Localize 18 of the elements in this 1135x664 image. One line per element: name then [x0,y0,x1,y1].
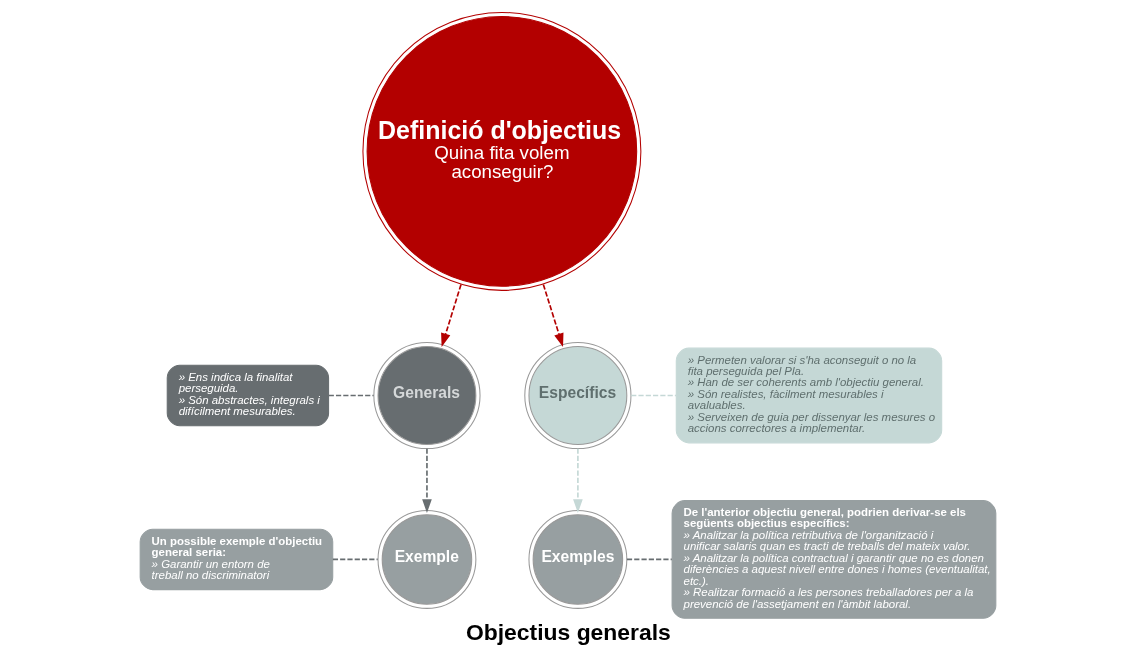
node-circle: Exemple [377,510,476,609]
node-circle: Exemples [527,510,627,609]
arrow [572,447,583,514]
node-box: » Ens indica la finalitat perseguida. » Són abstractes, integrals i difícilment mesurables. [166,364,329,427]
node-box: » Permeten valorar si s'ha aconseguit o no la fita perseguida pel Pla. » Han de ser coherents amb l'objectiu general. » Són realistes, fàcilment mesurables i avaluables. » Serveixen de guia per dissenyar les mesures o accions correctores a implementar. [675,347,942,444]
node-box: De l'anterior objectiu general, podrien derivar-se els següents objectius específics: » Analitzar la política retributiva de l'organització i unificar salaris quan es tracti de treballs del mateix valor. » Analitzar la política contractual i garantir que no es donen diferències a aquest nivell entre dones i homes (eventualitat, etc.). » Realitzar formació a les persones treballadores per a la prevenció de l'assetjament en l'àmbit laboral. [671,500,996,619]
node-box: Un possible exemple d'objectiu general seria: » Garantir un entorn de treball no discriminatori [139,528,333,591]
node-circle: Definició d'objectius Quina fita volem aconseguir? [361,11,641,291]
connector [629,394,677,397]
arrow [440,283,462,348]
node-circle: Específics [523,341,631,450]
arrow [421,447,432,514]
connector [327,394,374,397]
connector [625,558,673,561]
node-circle: Generals [372,341,481,450]
caption: Objectius generals [465,618,671,645]
connector [331,558,378,561]
arrow [542,283,563,348]
